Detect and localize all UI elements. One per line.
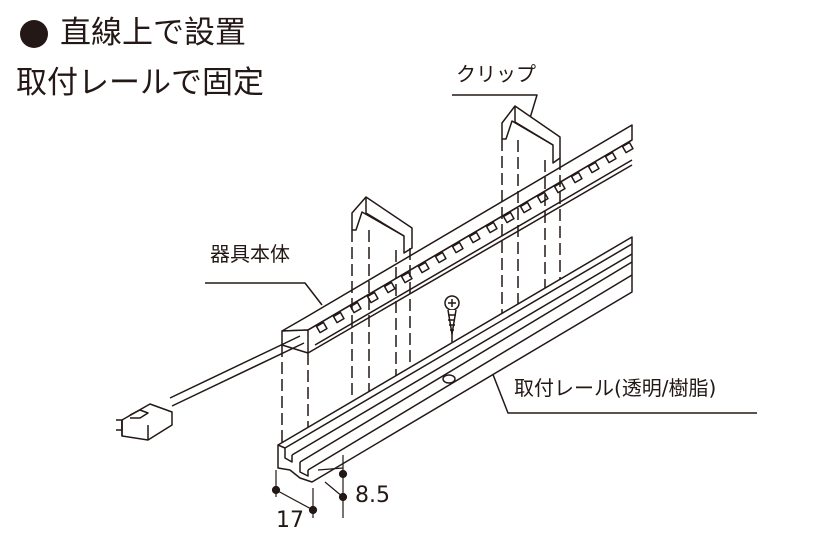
heading-line1: 直線上で設置 bbox=[60, 15, 246, 51]
led-chip bbox=[468, 231, 481, 244]
dimension-width: 17 bbox=[276, 508, 304, 533]
led-chip bbox=[451, 241, 464, 254]
dimension-lines bbox=[271, 455, 348, 518]
heading-line2: 取付レールで固定 bbox=[16, 65, 264, 101]
connector-icon bbox=[116, 403, 173, 441]
led-chip bbox=[315, 321, 328, 334]
led-chip bbox=[519, 201, 532, 214]
body-leader bbox=[205, 282, 323, 306]
led-chip bbox=[434, 251, 447, 264]
led-chip bbox=[553, 181, 566, 194]
led-chip bbox=[621, 141, 634, 154]
led-chip bbox=[417, 261, 430, 274]
rail-leader bbox=[491, 371, 757, 414]
led-row bbox=[315, 141, 634, 334]
led-chip bbox=[383, 281, 396, 294]
led-chip bbox=[332, 311, 345, 324]
fixture-body-label: 器具本体 bbox=[210, 242, 290, 266]
led-chip bbox=[570, 171, 583, 184]
screw-icon bbox=[444, 295, 460, 335]
bullet-icon bbox=[20, 20, 48, 48]
clip-label: クリップ bbox=[456, 62, 536, 86]
led-chip bbox=[485, 221, 498, 234]
mounting-rail bbox=[277, 236, 633, 483]
led-chip bbox=[587, 161, 600, 174]
power-cable bbox=[169, 335, 305, 407]
led-chip bbox=[604, 151, 617, 164]
clip-right bbox=[501, 105, 561, 164]
dimension-height: 8.5 bbox=[355, 483, 390, 508]
led-chip bbox=[502, 211, 515, 224]
clip-left bbox=[351, 196, 413, 254]
rail-label: 取付レール(透明/樹脂) bbox=[514, 376, 717, 400]
